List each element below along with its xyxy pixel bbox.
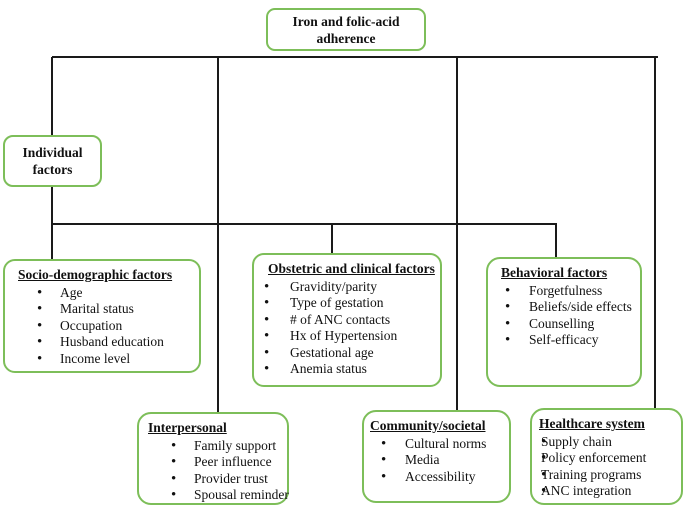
connector-individual-to-socio — [51, 187, 53, 259]
box-individual-factors: Individual factors — [3, 135, 102, 187]
list-item: Husband education — [5, 334, 199, 351]
factor-list: Age Marital status Occupation Husband ed… — [5, 285, 199, 368]
list-item: Occupation — [5, 318, 199, 335]
box-title: Behavioral factors — [501, 265, 608, 280]
box-obstetric-clinical: Obstetric and clinical factors Gravidity… — [252, 253, 442, 387]
factor-list: Family support Peer influence Provider t… — [139, 438, 289, 504]
list-item: Supply chain — [532, 434, 681, 451]
connector-to-interpersonal — [217, 57, 219, 412]
box-healthcare-system: Healthcare system Supply chain Policy en… — [530, 408, 683, 505]
connector-to-community — [456, 57, 458, 410]
box-socio-demographic: Socio-demographic factors Age Marital st… — [3, 259, 201, 373]
factor-list: Cultural norms Media Accessibility — [364, 436, 509, 486]
factor-list: Gravidity/parity Type of gestation # of … — [254, 279, 440, 378]
list-item: Media — [364, 452, 509, 469]
connector-second-rail — [52, 223, 557, 225]
box-title: Community/societal — [370, 418, 486, 433]
factor-list: Forgetfulness Beliefs/side effects Couns… — [488, 283, 640, 349]
box-title: Interpersonal — [148, 420, 227, 435]
list-item: Provider trust — [139, 471, 287, 488]
box-title: Iron and folic-acid adherence — [292, 13, 400, 46]
factor-list: Supply chain Policy enforcement Training… — [532, 434, 681, 500]
list-item: Income level — [5, 351, 199, 368]
list-item: Cultural norms — [364, 436, 509, 453]
list-item: Type of gestation — [254, 295, 440, 312]
list-item: Family support — [139, 438, 287, 455]
connector-to-obstetric — [331, 224, 333, 253]
box-interpersonal: Interpersonal Family support Peer influe… — [137, 412, 289, 505]
box-title: Socio-demographic factors — [18, 267, 173, 282]
list-item: Age — [5, 285, 199, 302]
list-item: Gestational age — [254, 345, 440, 362]
box-iron-folic-adherence: Iron and folic-acid adherence — [266, 8, 426, 51]
connector-individual-top — [51, 57, 53, 135]
connector-to-healthcare — [654, 57, 656, 408]
list-item: Peer influence — [139, 454, 287, 471]
list-item: Anemia status — [254, 361, 440, 378]
list-item: Hx of Hypertension — [254, 328, 440, 345]
box-community-societal: Community/societal Cultural norms Media … — [362, 410, 511, 503]
list-item: ANC integration — [532, 483, 681, 500]
list-item: Beliefs/side effects — [488, 299, 640, 316]
box-behavioral: Behavioral factors Forgetfulness Beliefs… — [486, 257, 642, 387]
list-item: # of ANC contacts — [254, 312, 440, 329]
list-item: Counselling — [488, 316, 640, 333]
connector-to-behavioral — [555, 224, 557, 257]
list-item: Gravidity/parity — [254, 279, 440, 296]
list-item: Spousal reminder — [139, 487, 289, 504]
list-item: Training programs — [532, 467, 681, 484]
list-item: Policy enforcement — [532, 450, 681, 467]
box-title: Individual factors — [22, 145, 83, 177]
list-item: Marital status — [5, 301, 199, 318]
box-title: Obstetric and clinical factors — [268, 261, 435, 276]
connector-top-rail — [52, 56, 658, 58]
list-item: Self-efficacy — [488, 332, 640, 349]
list-item: Accessibility — [364, 469, 509, 486]
list-item: Forgetfulness — [488, 283, 640, 300]
box-title: Healthcare system — [539, 416, 645, 431]
